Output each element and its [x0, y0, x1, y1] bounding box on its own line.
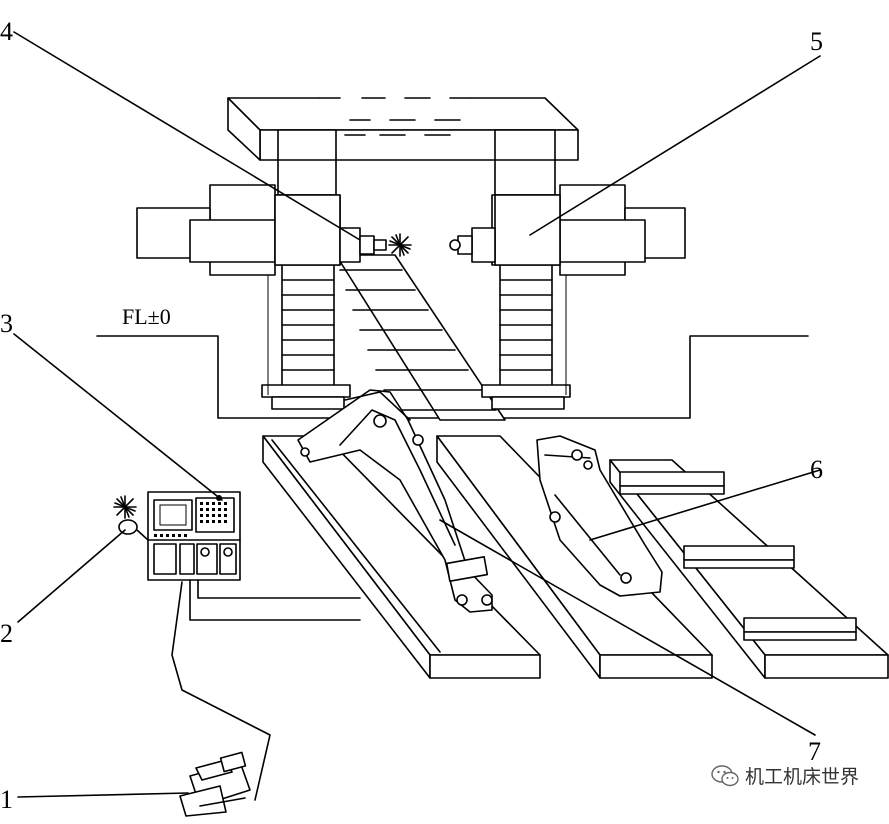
label-1: 1: [0, 785, 13, 814]
label-4: 4: [0, 17, 13, 46]
label-3: 3: [0, 309, 13, 338]
cnc-control-panel: [147, 491, 241, 581]
workpiece-arm: [536, 435, 663, 597]
cables: [171, 579, 361, 801]
leader-lines: [13, 31, 821, 798]
left-spindle-head: [136, 184, 387, 276]
gantry-frame: [227, 92, 579, 196]
floor-level-label: FL±0: [122, 304, 171, 329]
label-6: 6: [810, 455, 823, 484]
pallet-right: [609, 459, 889, 679]
probe-icon: [113, 495, 149, 541]
wechat-icon: [711, 764, 739, 786]
printer-icon: [179, 751, 251, 817]
watermark: 机工机床世界: [711, 762, 859, 789]
rail-bed: [335, 254, 506, 421]
label-2: 2: [0, 619, 13, 648]
label-5: 5: [810, 27, 823, 56]
workpiece-boom: [297, 389, 493, 613]
label-7: 7: [808, 737, 821, 766]
cutter-icon: [388, 233, 412, 257]
right-spindle-head: [449, 184, 686, 276]
watermark-text: 机工机床世界: [744, 766, 859, 788]
